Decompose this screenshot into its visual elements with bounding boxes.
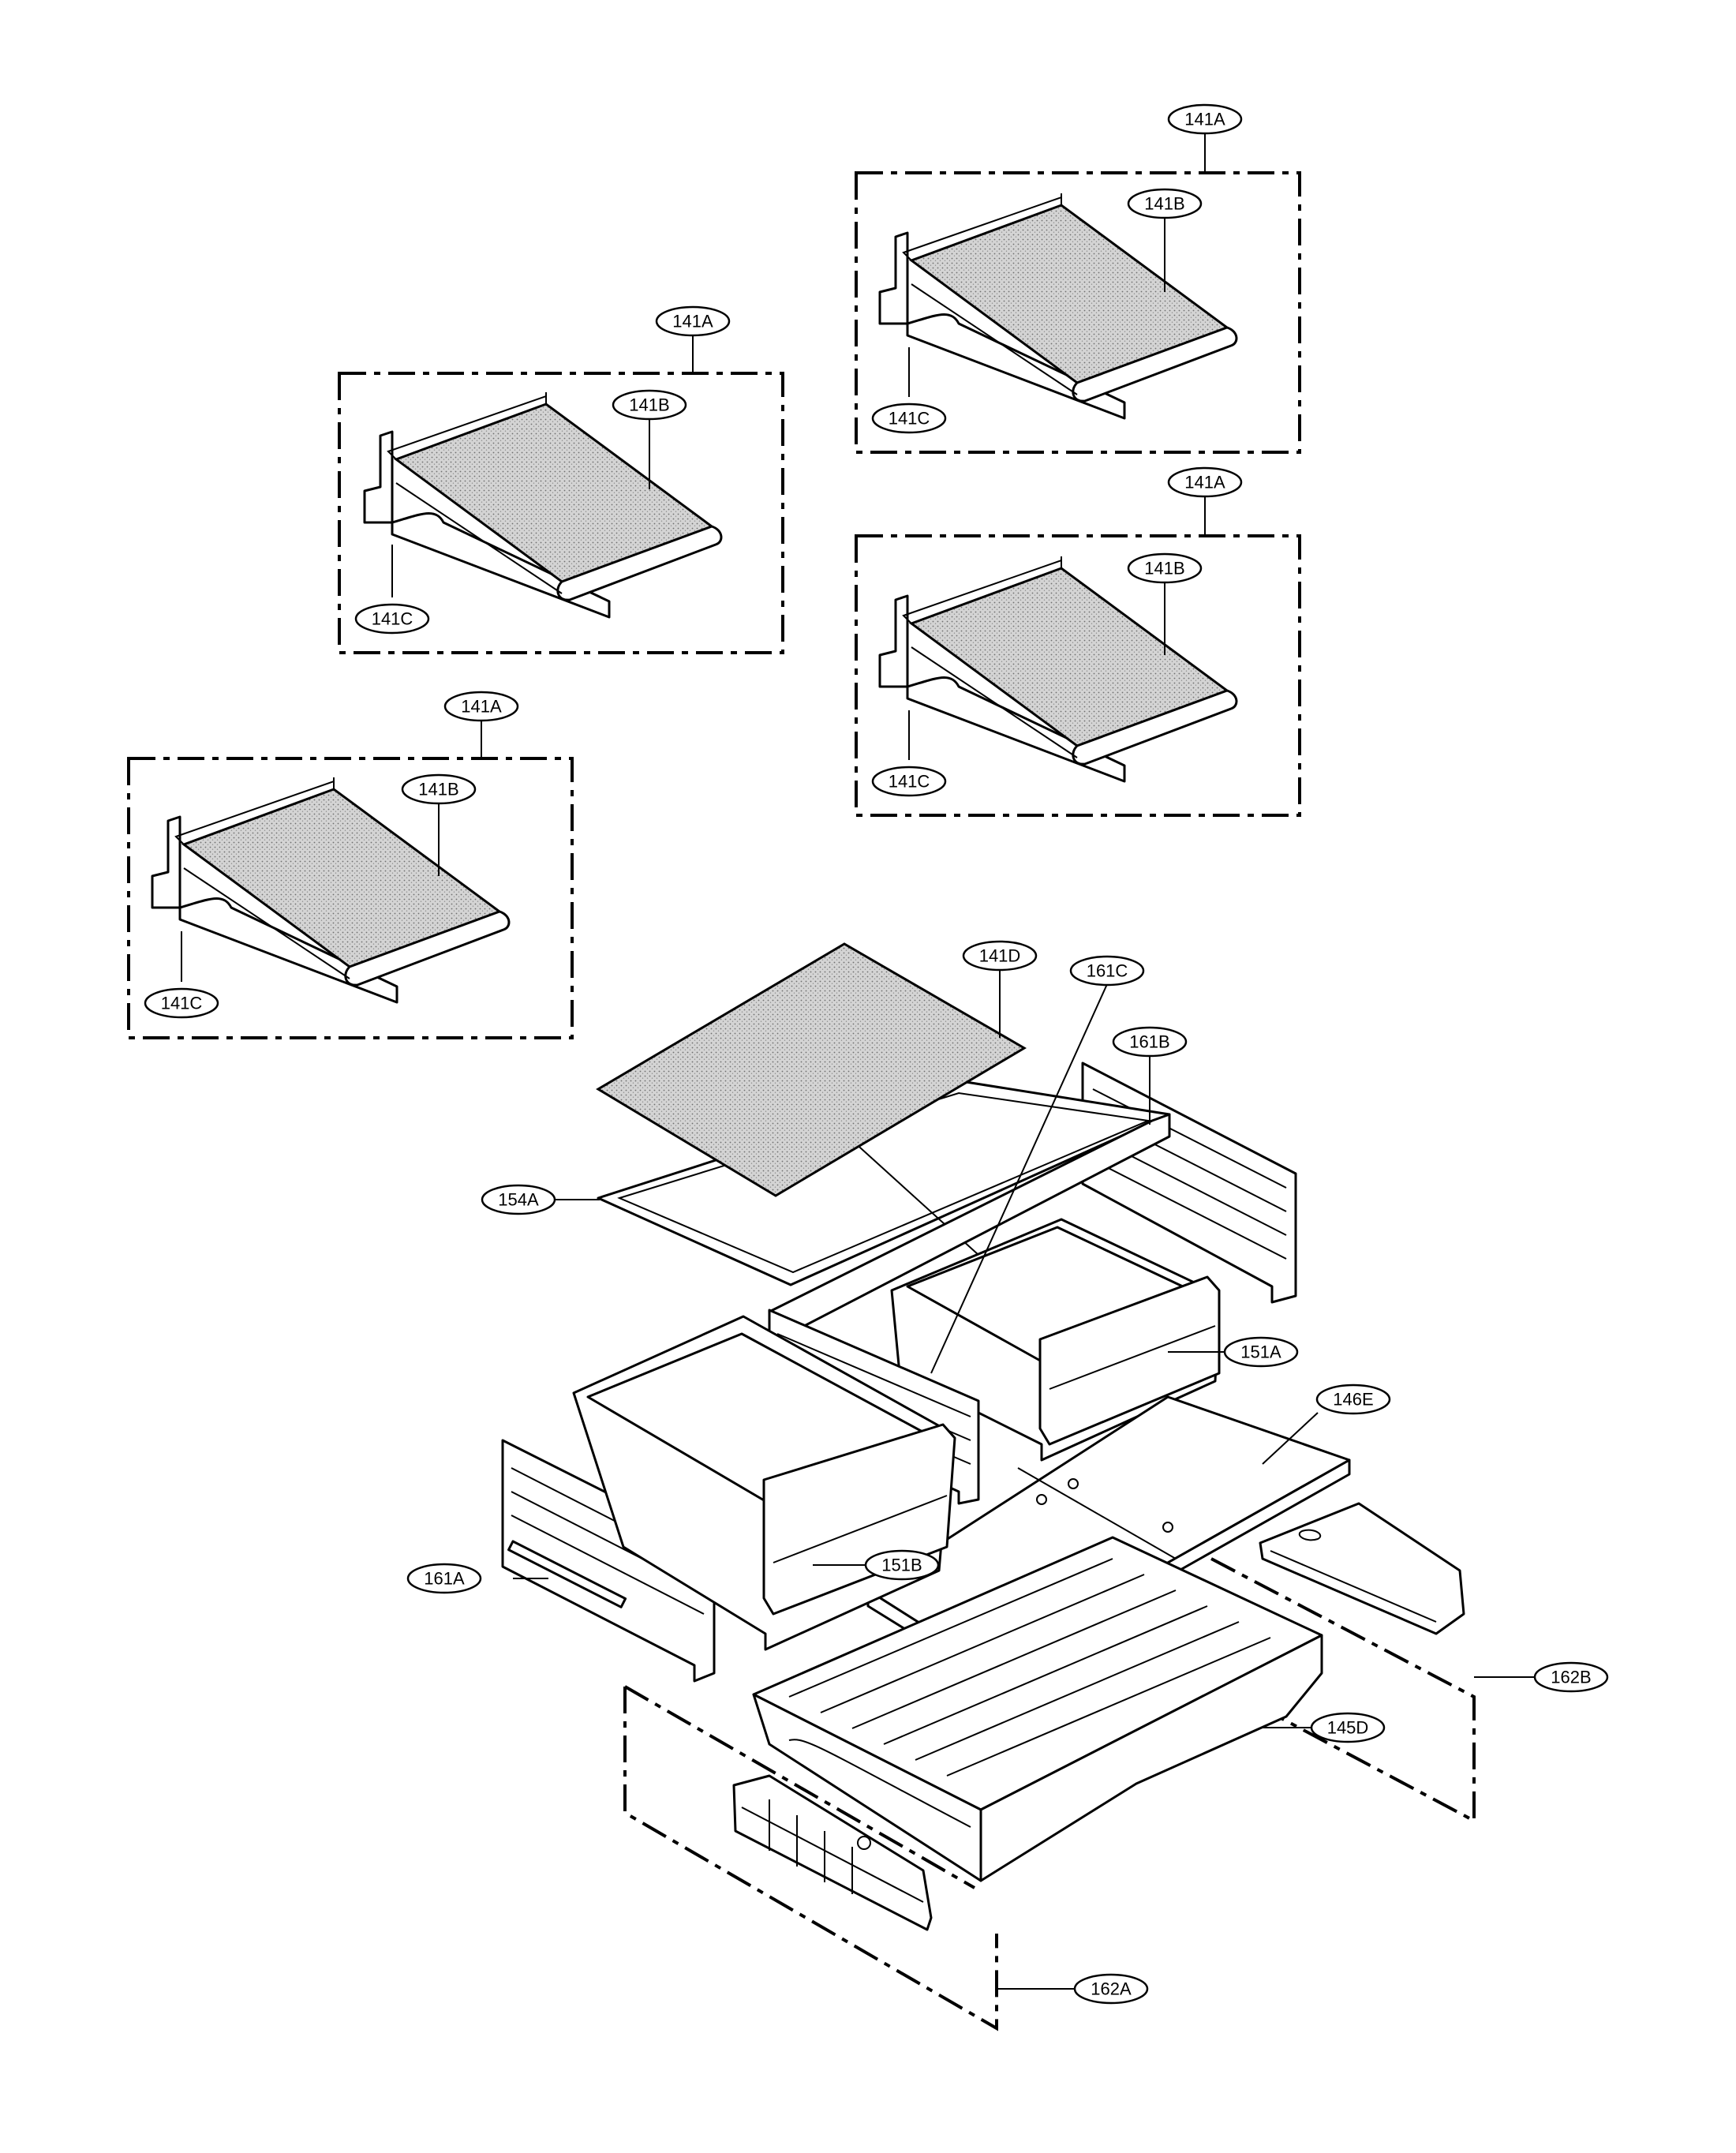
svg-text:161A: 161A xyxy=(424,1569,465,1589)
shelf-assembly-3: 141A 141B 141C xyxy=(855,466,1301,817)
dashed-group-box xyxy=(338,372,784,654)
label-151A: 151A xyxy=(1223,1336,1299,1368)
rail-assembly-162A xyxy=(623,1685,998,2031)
label-162B: 162B xyxy=(1533,1661,1609,1693)
label-154A: 154A xyxy=(481,1184,556,1215)
svg-text:141B: 141B xyxy=(629,395,669,415)
label-141C: 141C xyxy=(354,603,430,635)
svg-text:141A: 141A xyxy=(672,312,713,331)
label-141A: 141A xyxy=(1167,103,1243,135)
leader-lines xyxy=(513,969,1535,1990)
label-161A: 161A xyxy=(406,1563,482,1594)
label-141B: 141B xyxy=(1127,552,1203,584)
crisper-assembly: 141D 161C 161B 154A 151A 146E 161A 151B … xyxy=(406,940,1609,2031)
svg-text:141B: 141B xyxy=(1144,559,1184,579)
shelf-drawing xyxy=(878,192,1238,420)
label-161B: 161B xyxy=(1112,1026,1188,1058)
drawer-151B xyxy=(572,1315,956,1651)
label-161C: 161C xyxy=(1069,955,1145,987)
svg-text:141C: 141C xyxy=(889,409,930,429)
rail-assembly-162B xyxy=(1210,1502,1476,1824)
svg-text:162A: 162A xyxy=(1091,1979,1132,1999)
svg-text:141C: 141C xyxy=(372,609,413,629)
svg-text:154A: 154A xyxy=(498,1190,539,1210)
label-141D: 141D xyxy=(962,940,1038,972)
dashed-group-box xyxy=(855,534,1301,817)
svg-text:141A: 141A xyxy=(1184,473,1225,492)
svg-text:141A: 141A xyxy=(1184,110,1225,129)
svg-text:141A: 141A xyxy=(461,697,502,717)
label-141A: 141A xyxy=(443,691,519,722)
label-141C: 141C xyxy=(144,987,219,1019)
svg-text:141B: 141B xyxy=(418,780,458,799)
label-141A: 141A xyxy=(655,305,731,337)
svg-text:151B: 151B xyxy=(881,1556,922,1575)
label-151B: 151B xyxy=(864,1549,940,1581)
svg-text:141C: 141C xyxy=(161,994,203,1013)
shelf-assembly-2: 141A 141B 141C xyxy=(338,305,784,654)
svg-text:161C: 161C xyxy=(1087,961,1128,981)
dashed-group-box xyxy=(855,171,1301,454)
label-141C: 141C xyxy=(871,766,947,797)
label-141A: 141A xyxy=(1167,466,1243,498)
svg-text:161B: 161B xyxy=(1129,1032,1169,1052)
shelf-drawing xyxy=(363,391,723,619)
shelf-drawing xyxy=(151,776,511,1004)
shelf-drawing xyxy=(878,555,1238,783)
shelf-assembly-4: 141A 141B 141C xyxy=(127,691,574,1039)
label-145D: 145D xyxy=(1310,1712,1386,1743)
label-141B: 141B xyxy=(401,773,477,805)
svg-text:141D: 141D xyxy=(979,946,1021,966)
cover-glass-141D xyxy=(596,942,1027,1197)
label-141B: 141B xyxy=(612,389,687,421)
shelf-assembly-1: 141A 141B 141C xyxy=(855,103,1301,454)
svg-text:141B: 141B xyxy=(1144,194,1184,214)
svg-text:151A: 151A xyxy=(1240,1342,1281,1362)
label-162A: 162A xyxy=(1073,1973,1149,2005)
tray-145D xyxy=(752,1536,1323,1882)
dashed-group-box xyxy=(127,757,574,1039)
svg-text:162B: 162B xyxy=(1551,1668,1591,1687)
label-146E: 146E xyxy=(1315,1384,1391,1415)
svg-text:141C: 141C xyxy=(889,772,930,792)
label-141B: 141B xyxy=(1127,188,1203,219)
svg-text:146E: 146E xyxy=(1333,1390,1373,1410)
label-141C: 141C xyxy=(871,403,947,434)
svg-text:145D: 145D xyxy=(1327,1718,1369,1738)
